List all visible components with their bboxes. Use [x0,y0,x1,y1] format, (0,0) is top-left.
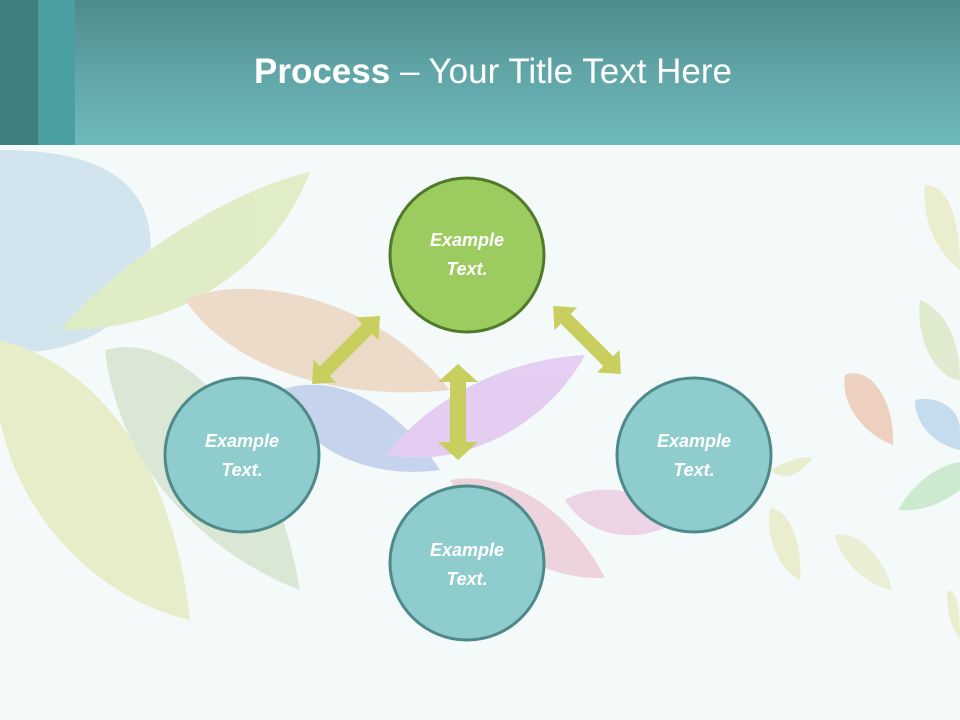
process-node-left: Example Text. [163,376,321,534]
title-bold: Process [254,52,391,91]
double-arrow-top-right [553,306,621,374]
leaf-decoration [0,340,190,620]
leaf-decoration [915,399,960,450]
node-left-line2: Text. [221,460,262,480]
process-node-top: Example Text. [388,176,546,334]
node-left-line1: Example [205,431,279,451]
header-accent-strip [0,0,38,145]
node-top-line1: Example [430,230,504,250]
leaf-decoration [280,384,440,472]
leaf-decoration [185,288,450,393]
leaf-decoration [769,508,801,580]
process-node-bottom: Example Text. [388,484,546,642]
leaf-decoration [835,534,892,590]
leaf-decoration [898,462,960,511]
leaf-decoration [770,457,812,477]
leaf-decoration [60,172,310,330]
leaf-decoration [919,300,960,380]
slide-title: Process – Your Title Text Here [0,52,960,92]
leaf-decoration [924,185,960,270]
node-bottom-line1: Example [430,540,504,560]
leaf-decoration [385,355,585,458]
node-top-line2: Text. [446,259,487,279]
node-bottom-line2: Text. [446,569,487,589]
double-arrow-top-left [312,316,380,384]
header-accent-strip [38,0,75,145]
double-arrow-vertical [438,364,478,460]
leaf-decoration [0,150,151,352]
node-right-line1: Example [657,431,731,451]
title-rest: – Your Title Text Here [390,52,732,91]
leaf-decoration [844,373,894,445]
title-bar: Process – Your Title Text Here [0,0,960,145]
process-node-right: Example Text. [615,376,773,534]
node-right-line2: Text. [673,460,714,480]
leaf-decoration [947,590,960,640]
